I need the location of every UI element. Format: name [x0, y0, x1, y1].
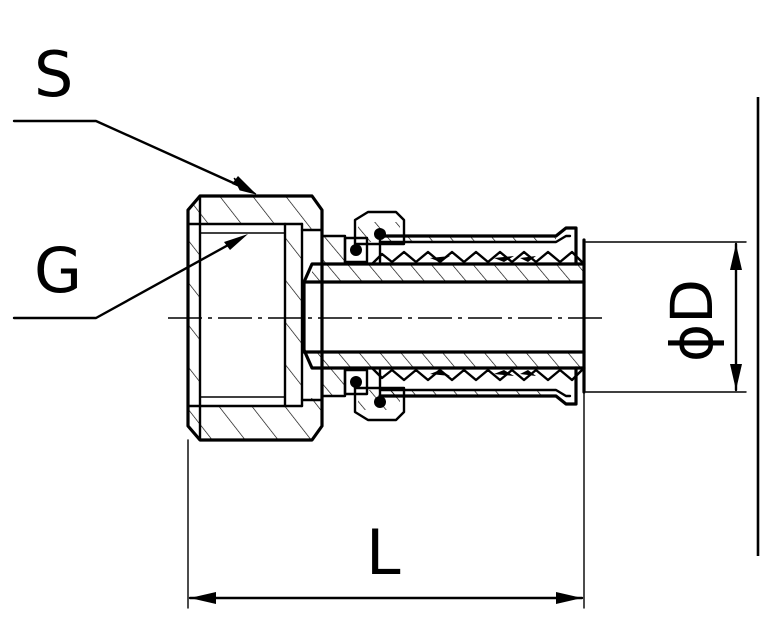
fitting-body [302, 234, 586, 398]
leader-g [12, 234, 248, 320]
dimension-l [187, 391, 585, 609]
label-g: G [34, 234, 82, 307]
press-sleeve-upper [343, 210, 586, 266]
label-l: L [366, 516, 401, 589]
label-s: S [34, 38, 73, 111]
label-d: ϕD [658, 279, 726, 362]
dimension-d [585, 241, 747, 393]
leader-s [12, 119, 257, 195]
press-sleeve-lower [343, 366, 586, 422]
